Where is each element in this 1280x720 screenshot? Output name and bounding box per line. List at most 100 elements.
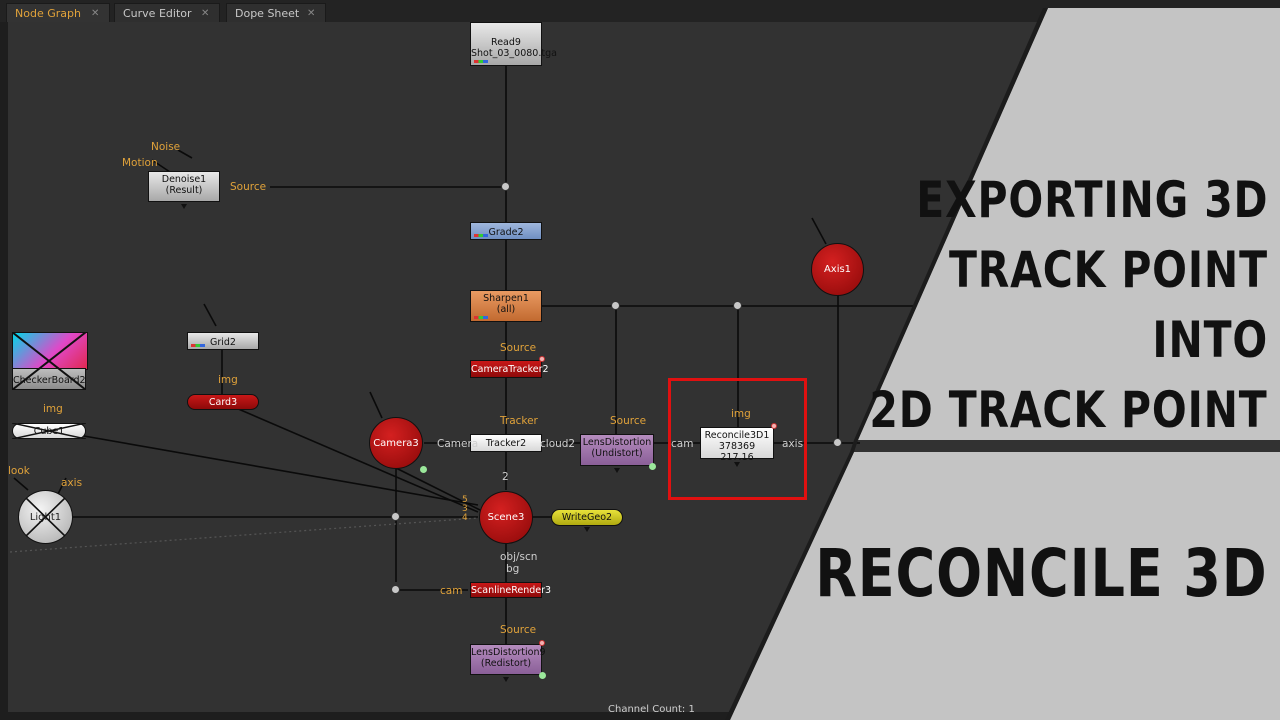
node-grade2[interactable]: Grade2 (470, 222, 542, 240)
checkerboard-thumbnail (12, 332, 88, 370)
dot-node[interactable] (391, 585, 400, 594)
node-lensdistortion-undistort[interactable]: LensDistortion (Undistort) (580, 434, 654, 466)
node-label: Read9 (491, 37, 521, 48)
node-label: CheckerBoard2 (13, 375, 86, 386)
channel-indicator (474, 234, 488, 237)
input-label: cloud2 (540, 438, 576, 450)
channel-indicator (474, 316, 488, 319)
node-indicator (539, 640, 545, 646)
channel-indicator (474, 60, 488, 63)
tab-label: Dope Sheet (235, 7, 300, 20)
tab-label: Curve Editor (123, 7, 192, 20)
disabled-cross-icon (12, 332, 86, 390)
tab-node-graph[interactable]: Node Graph ✕ (6, 3, 110, 22)
node-sublabel: (all) (496, 304, 516, 315)
title-line: TRACK POINT (949, 241, 1268, 299)
node-indicator (420, 466, 427, 473)
node-sublabel: (Result) (165, 185, 203, 196)
input-label: cam (671, 438, 694, 450)
node-indicator (539, 672, 546, 679)
tab-curve-editor[interactable]: Curve Editor ✕ (114, 3, 220, 22)
input-label: axis (61, 477, 83, 489)
node-grid2[interactable]: Grid2 (187, 332, 259, 350)
node-axis1[interactable]: Axis1 (811, 243, 864, 296)
title-line: 2D TRACK POINT (869, 381, 1268, 439)
dot-node[interactable] (391, 512, 400, 521)
disabled-cross-icon (12, 423, 86, 439)
tab-dope-sheet[interactable]: Dope Sheet ✕ (226, 3, 326, 22)
node-scanlinerender3[interactable]: ScanlineRender3 (470, 582, 552, 598)
panel-edge (0, 22, 8, 720)
dot-node[interactable] (733, 301, 742, 310)
tab-bar: Node Graph ✕ Curve Editor ✕ Dope Sheet ✕ (0, 0, 1280, 22)
node-label: LensDistortion9 (471, 647, 546, 658)
input-label: 2 (502, 471, 509, 483)
node-sublabel: Shot_03_0080.tga (471, 48, 557, 59)
input-label: img (218, 374, 238, 386)
node-sublabel: (Undistort) (591, 448, 643, 459)
node-label: LensDistortion (582, 437, 652, 448)
close-icon[interactable]: ✕ (91, 8, 100, 19)
node-label: CameraTracker2 (471, 364, 549, 375)
node-label: Denoise1 (161, 174, 207, 185)
close-icon[interactable]: ✕ (307, 8, 316, 19)
dot-node[interactable] (611, 301, 620, 310)
node-label: Card3 (208, 397, 238, 408)
node-read9[interactable]: Read9 Shot_03_0080.tga (470, 22, 557, 66)
node-scene3[interactable]: Scene3 (479, 491, 533, 544)
input-label: Source (500, 624, 537, 636)
node-camera3[interactable]: Camera3 (369, 417, 423, 469)
disabled-cross-icon (25, 497, 66, 537)
output-arrow-icon (181, 204, 187, 209)
node-reconcile3d1[interactable]: Reconcile3D1 378369 217.16 (700, 427, 774, 463)
node-label: Sharpen1 (483, 293, 529, 304)
node-indicator (649, 463, 656, 470)
node-label: Grade2 (488, 227, 524, 238)
input-label: axis (782, 438, 804, 450)
input-label: img (43, 403, 63, 415)
node-indicator (539, 356, 545, 362)
node-writegeo2[interactable]: WriteGeo2 (551, 509, 623, 526)
node-sublabel: 378369 217.16 (718, 441, 756, 463)
input-label: 5 3 4 (462, 495, 468, 523)
node-sublabel: (Redistort) (480, 658, 532, 669)
node-denoise1[interactable]: Denoise1 (Result) (148, 171, 220, 202)
subtitle: RECONCILE 3D (815, 535, 1268, 612)
input-label: bg (506, 563, 520, 575)
close-icon[interactable]: ✕ (201, 8, 210, 19)
node-label: Tracker2 (485, 438, 527, 449)
node-tracker2[interactable]: Tracker2 (470, 434, 542, 452)
output-arrow-icon (734, 462, 740, 467)
input-label: Source (500, 342, 537, 354)
input-label: obj/scn (500, 551, 538, 563)
input-label: Noise (151, 141, 181, 153)
node-label: WriteGeo2 (561, 512, 613, 523)
node-label: Camera3 (373, 437, 419, 449)
panel-edge (0, 712, 1280, 720)
input-label: Motion (122, 157, 158, 169)
node-indicator (771, 423, 777, 429)
node-label: ScanlineRender3 (471, 585, 552, 596)
status-text: Channel Count: 1 (608, 704, 695, 715)
title-line: EXPORTING 3D (915, 171, 1268, 229)
node-label: Reconcile3D1 (704, 430, 770, 441)
node-label: Scene3 (487, 512, 525, 523)
input-label: cam (440, 585, 463, 597)
dot-node[interactable] (833, 438, 842, 447)
input-label: Source (230, 181, 267, 193)
tab-label: Node Graph (15, 7, 81, 20)
node-lensdistortion9[interactable]: LensDistortion9 (Redistort) (470, 644, 546, 675)
output-arrow-icon (503, 677, 509, 682)
node-sharpen1[interactable]: Sharpen1 (all) (470, 290, 542, 322)
input-label: Source (610, 415, 647, 427)
title-line: INTO (1152, 311, 1268, 369)
dot-node[interactable] (501, 182, 510, 191)
node-checkerboard2[interactable]: CheckerBoard2 (12, 368, 86, 390)
node-cameratracker2[interactable]: CameraTracker2 (470, 360, 549, 378)
input-label: Camera (437, 438, 479, 450)
node-label: Axis1 (823, 264, 852, 275)
input-label: img (731, 408, 751, 420)
node-card3[interactable]: Card3 (187, 394, 259, 410)
output-arrow-icon (614, 468, 620, 473)
